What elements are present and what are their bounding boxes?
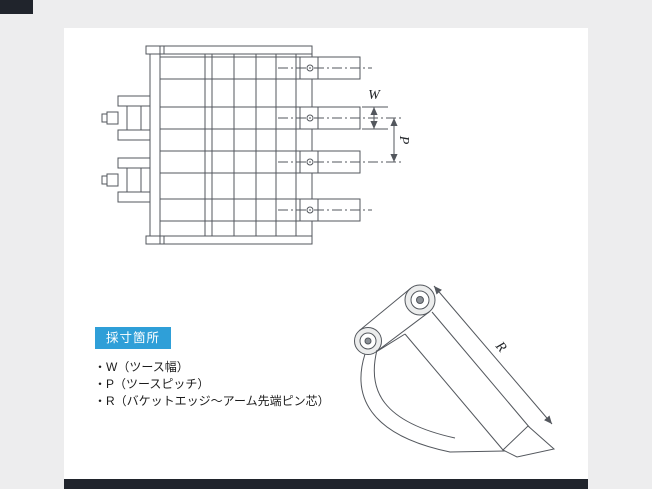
legend-item-r: ・R（バケットエッジ〜アーム先端ピン芯） xyxy=(94,394,330,408)
bucket-tooth-4 xyxy=(278,198,372,222)
legend-item-w: ・W（ツース幅） xyxy=(94,360,189,374)
bucket-bracket xyxy=(359,287,430,353)
bucket-side-view xyxy=(354,284,556,458)
dimension-r xyxy=(433,285,553,425)
bucket-back-plate xyxy=(145,45,165,245)
arm-pin-boss-upper xyxy=(404,284,436,316)
mounting-bracket-upper xyxy=(101,95,151,141)
mounting-bracket-lower xyxy=(101,157,151,203)
bucket-body-frame xyxy=(159,45,313,245)
top-left-dark-bar xyxy=(0,0,33,14)
arm-pin-boss-lower xyxy=(354,327,382,355)
legend-item-p: ・P（ツースピッチ） xyxy=(94,377,210,391)
bucket-edge-tooth xyxy=(502,425,556,458)
bucket-tooth-3 xyxy=(278,150,404,174)
bucket-tooth-1 xyxy=(278,56,372,80)
legend-title-badge: 採寸箇所 xyxy=(95,327,172,349)
r-dimension-label: R xyxy=(491,338,509,355)
bucket-front-view xyxy=(101,45,404,245)
w-dimension-label: W xyxy=(368,88,381,103)
bucket-profile xyxy=(360,311,531,453)
legend-list: ・W（ツース幅） ・P（ツースピッチ） ・R（バケットエッジ〜アーム先端ピン芯） xyxy=(94,359,330,410)
p-dimension-label: P xyxy=(396,135,411,145)
bucket-tooth-2 xyxy=(278,106,404,130)
footer-dark-bar xyxy=(64,479,588,489)
dimension-w xyxy=(362,106,388,130)
